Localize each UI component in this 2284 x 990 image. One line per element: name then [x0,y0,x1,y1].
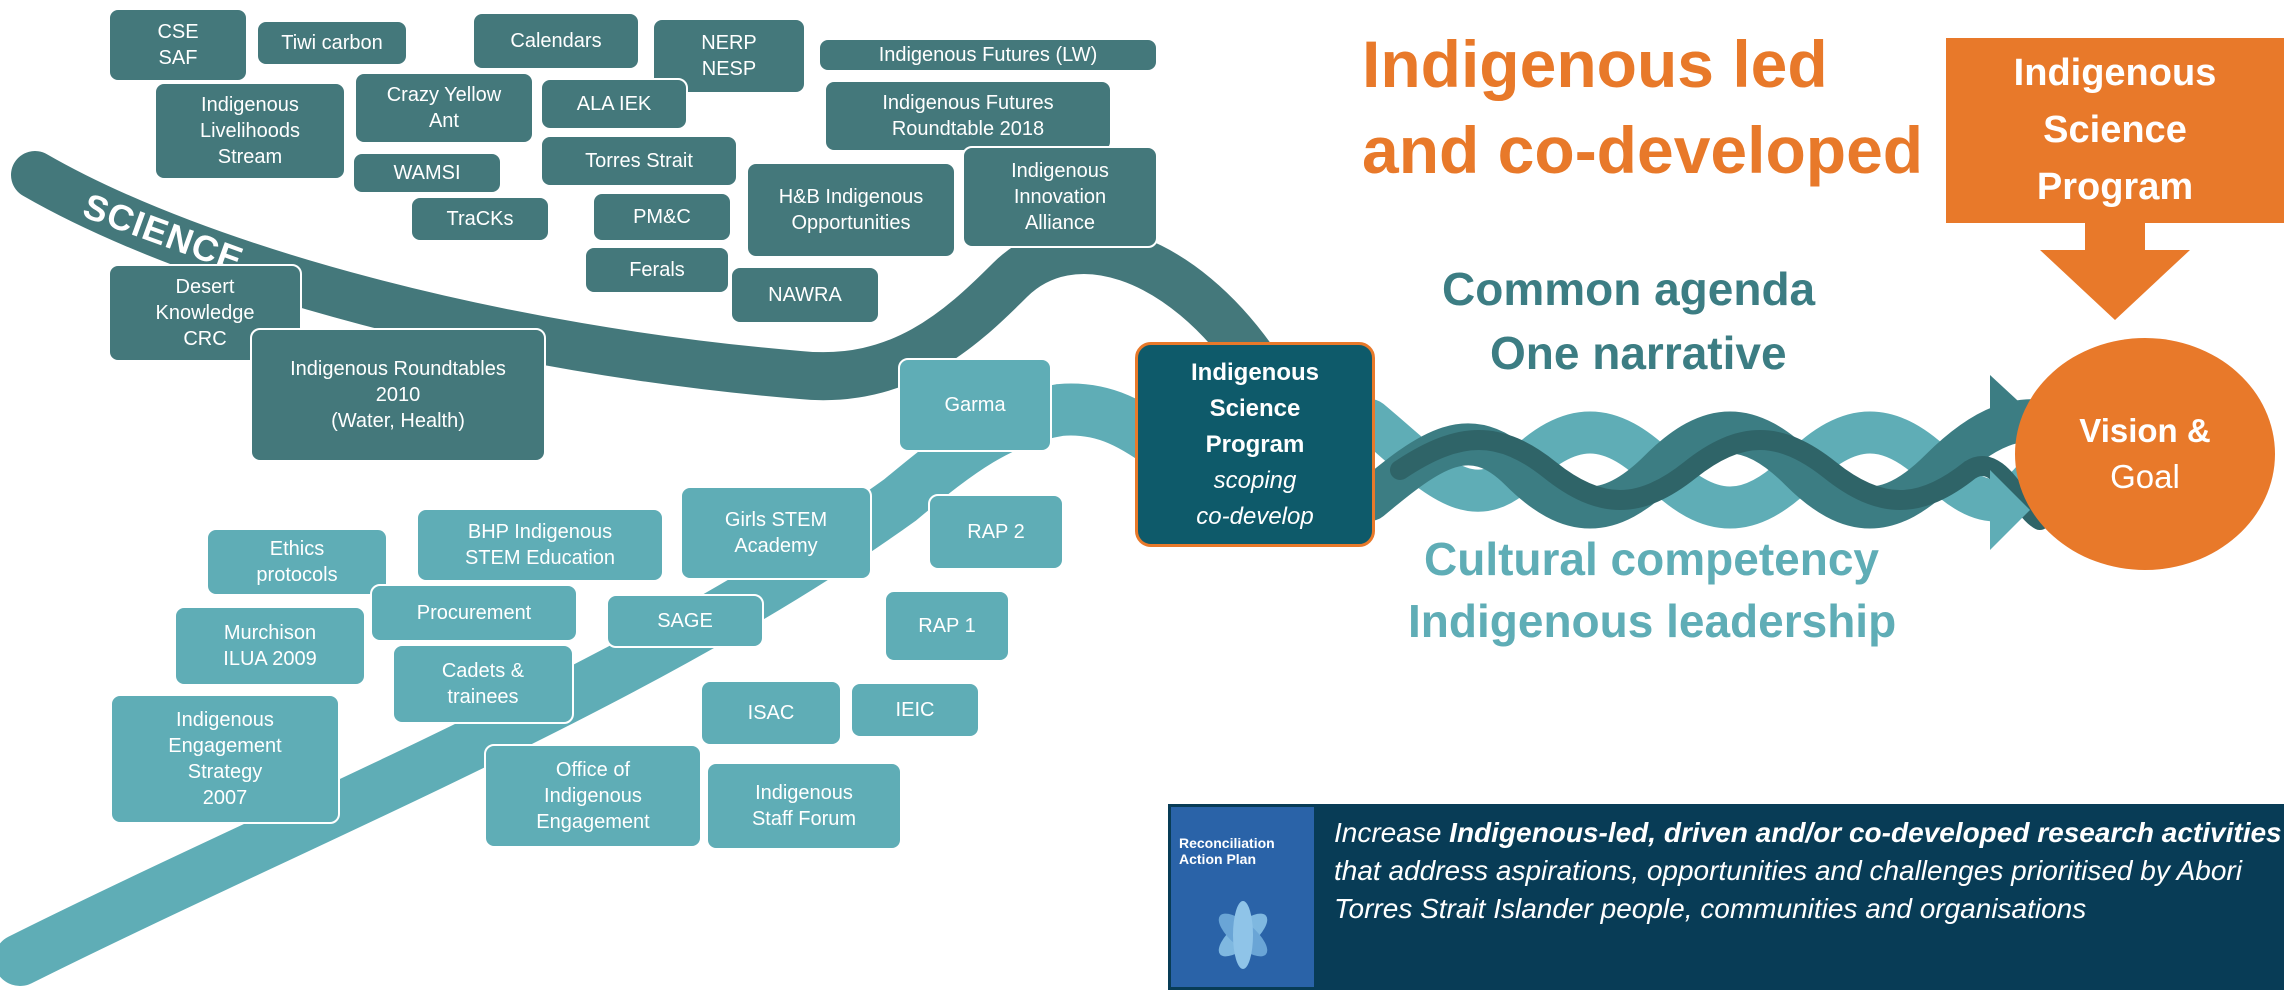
box-procurement: Procurement [370,584,578,642]
box-bhp-indigenous-stem: BHP Indigenous STEM Education [416,508,664,582]
box-murchison-ilua: Murchison ILUA 2009 [174,606,366,686]
headline-line1: Indigenous led [1362,27,1828,101]
box-indigenous-roundtables-2010: Indigenous Roundtables 2010 (Water, Heal… [250,328,546,462]
engagement-band [0,383,1226,986]
box-office-of-indigenous-engagement: Office of Indigenous Engagement [484,744,702,848]
box-indigenous-futures-lw: Indigenous Futures (LW) [818,38,1158,72]
box-rap-1: RAP 1 [884,590,1010,662]
braid-arrowhead-top [1990,375,2030,450]
box-rap-2: RAP 2 [928,494,1064,570]
box-ferals: Ferals [584,246,730,294]
box-indigenous-innovation-alliance: Indigenous Innovation Alliance [962,146,1158,248]
box-calendars: Calendars [472,12,640,70]
box-wamsi: WAMSI [352,152,502,194]
vision-line1: Vision & [2079,411,2211,449]
rap-text-line2: that address aspirations, opportunities … [1334,854,2242,886]
box-cse-saf: CSE SAF [108,8,248,82]
box-pmc: PM&C [592,192,732,242]
indigenous-science-program-banner: Indigenous Science Program [1946,38,2284,223]
box-girls-stem-academy: Girls STEM Academy [680,486,872,580]
cultural-competency: Cultural competency [1424,533,1879,585]
rap-text-line3: Torres Strait Islander people, communiti… [1334,892,2087,924]
rap-cover-image: Reconciliation Action Plan [1171,807,1314,987]
box-tiwi-carbon: Tiwi carbon [256,20,408,66]
box-cadets-trainees: Cadets & trainees [392,644,574,724]
rap-text: Increase Indigenous-led, driven and/or c… [1334,814,2284,927]
rap-cover-art [1218,901,1268,969]
box-ala-iek: ALA IEK [540,78,688,130]
rap-cover-title: Reconciliation Action Plan [1179,835,1275,868]
box-nerp-nesp: NERP NESP [652,18,806,94]
indigenous-science-program-box: Indigenous Science Program scoping co-de… [1135,342,1375,547]
box-indigenous-livelihoods: Indigenous Livelihoods Stream [154,82,346,180]
box-ieic: IEIC [850,682,980,738]
box-crazy-yellow-ant: Crazy Yellow Ant [354,72,534,144]
one-narrative: One narrative [1490,327,1787,379]
box-desert-knowledge-crc: Desert Knowledge CRC [108,264,302,362]
isp-line2: Science [1209,394,1301,422]
headline-line2: and co-developed [1362,113,1924,187]
isp-line1: Indigenous [1191,358,1319,386]
box-nawra: NAWRA [730,266,880,324]
isp-line5: co-develop [1196,502,1314,530]
braid [1349,399,2061,530]
box-isac: ISAC [700,680,842,746]
box-indigenous-staff-forum: Indigenous Staff Forum [706,762,902,850]
vision-line2: Goal [2110,458,2180,495]
rap-panel: Reconciliation Action Plan Increase Indi… [1168,804,2284,990]
indigenous-leadership: Indigenous leadership [1408,595,1897,647]
isp-line3: Program [1205,430,1305,458]
down-arrow [2040,222,2190,320]
box-indigenous-futures-roundtable: Indigenous Futures Roundtable 2018 [824,80,1112,152]
box-torres-strait: Torres Strait [540,135,738,187]
box-ethics-protocols: Ethics protocols [206,528,388,596]
common-agenda: Common agenda [1442,263,1816,315]
rap-text-prefix: Increase [1334,817,1450,848]
box-tracks: TraCKs [410,196,550,242]
box-indigenous-engagement-strategy: Indigenous Engagement Strategy 2007 [110,694,340,824]
box-garma: Garma [898,358,1052,452]
braid-arrowhead-bottom [1990,470,2030,550]
vision-goal-circle: Vision & Goal [2015,338,2275,570]
rap-text-bold: Indigenous-led, driven and/or co-develop… [1449,817,2282,848]
isp-line4: scoping [1213,466,1297,494]
box-sage: SAGE [606,594,764,648]
box-hb-indigenous-opportunities: H&B Indigenous Opportunities [746,162,956,258]
